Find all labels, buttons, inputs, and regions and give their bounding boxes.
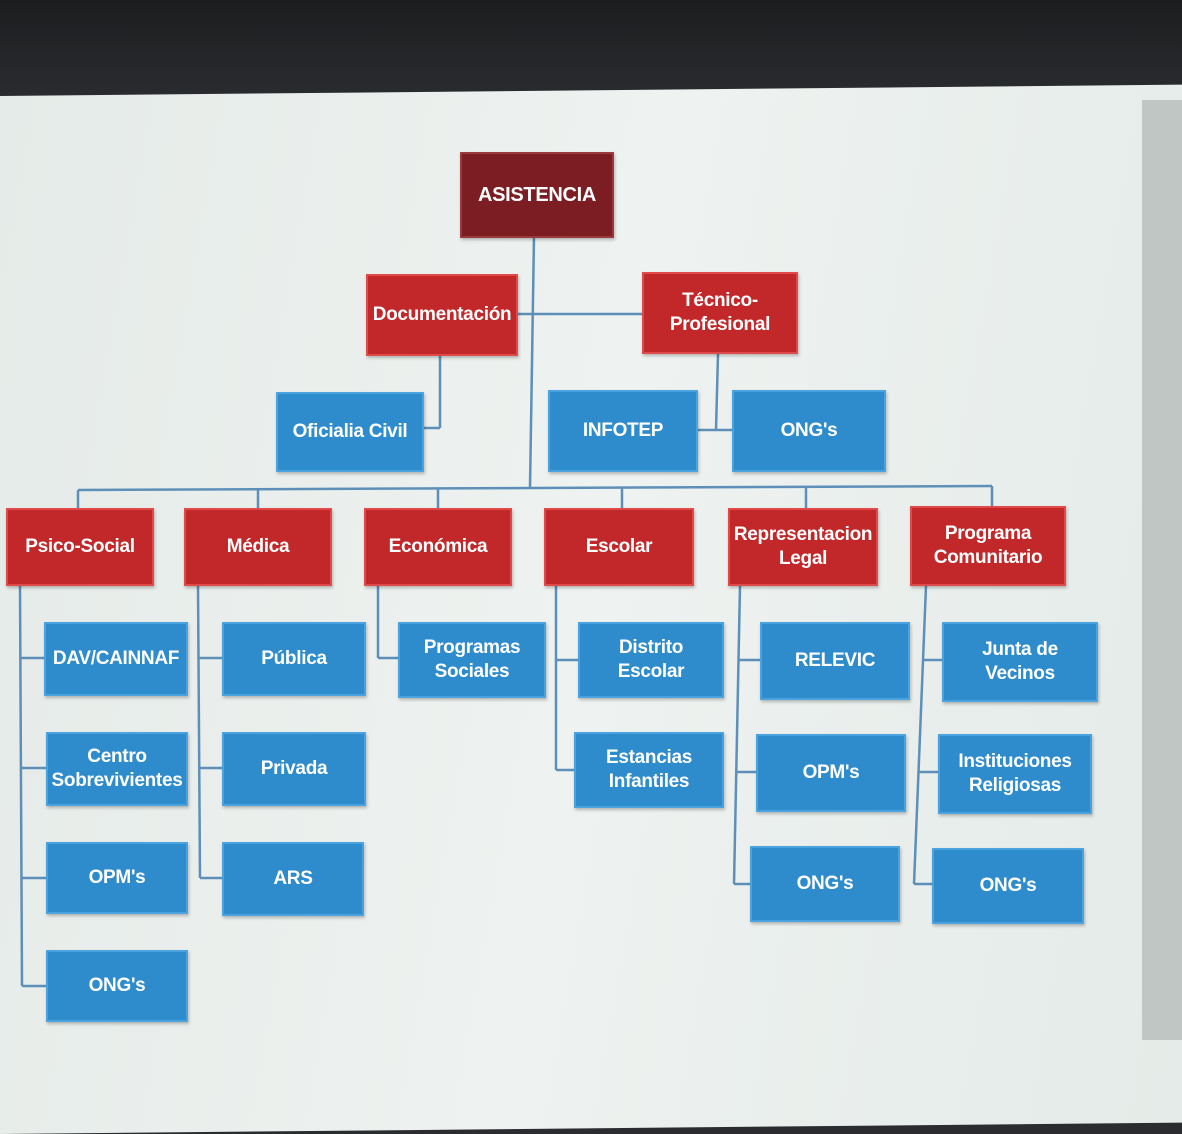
- category-programa-comunitario: Programa Comunitario: [910, 506, 1066, 586]
- slide-edge-strip: [1142, 100, 1182, 1040]
- item-ongs-legal: ONG's: [750, 846, 900, 922]
- item-ongs-comunitario: ONG's: [932, 848, 1084, 924]
- node-label: ONG's: [780, 420, 838, 442]
- node-label: Oficialia Civil: [292, 421, 408, 443]
- connector: [196, 585, 202, 879]
- category-economica: Económica: [364, 508, 512, 586]
- connector: [912, 585, 928, 885]
- node-documentacion: Documentación: [366, 274, 518, 356]
- category-label: Escolar: [585, 536, 653, 558]
- item-label: ONG's: [979, 875, 1037, 897]
- root-node-asistencia: ASISTENCIA: [460, 152, 614, 238]
- item-label: Centro Sobrevivientes: [51, 746, 183, 791]
- item-publica: Pública: [222, 622, 366, 696]
- item-label: Junta de Vecinos: [982, 639, 1058, 684]
- item-label: ARS: [273, 868, 313, 890]
- connector: [528, 235, 536, 489]
- category-representacion-legal: Representacion Legal: [728, 508, 878, 586]
- node-label: Documentación: [372, 304, 512, 326]
- item-label: Programas Sociales: [423, 637, 521, 682]
- connector: [77, 484, 993, 492]
- item-label: Instituciones Religiosas: [958, 751, 1072, 796]
- category-medica: Médica: [184, 508, 332, 586]
- item-programas-sociales: Programas Sociales: [398, 622, 546, 698]
- item-instituciones-religiosas: Instituciones Religiosas: [938, 734, 1092, 814]
- item-estancias-infantiles: Estancias Infantiles: [574, 732, 724, 808]
- item-label: Privada: [260, 758, 328, 780]
- item-label: OPM's: [88, 867, 146, 889]
- category-label: Psico-Social: [25, 536, 135, 558]
- category-label: Representacion Legal: [733, 524, 873, 569]
- item-dav-cainnaf: DAV/CAINNAF: [44, 622, 188, 696]
- item-label: Estancias Infantiles: [605, 747, 693, 792]
- item-junta-de-vecinos: Junta de Vecinos: [942, 622, 1098, 702]
- node-ongs-tecnico: ONG's: [732, 390, 886, 472]
- item-ongs-psico: ONG's: [46, 950, 188, 1022]
- connector: [18, 585, 24, 987]
- category-label: Programa Comunitario: [933, 523, 1043, 568]
- node-oficialia-civil: Oficialia Civil: [276, 392, 424, 472]
- connector: [732, 585, 742, 885]
- item-centro-sobrevivientes: Centro Sobrevivientes: [46, 732, 188, 806]
- node-label: Técnico- Profesional: [669, 290, 771, 335]
- category-escolar: Escolar: [544, 508, 694, 586]
- item-opms-legal: OPM's: [756, 734, 906, 812]
- node-label: INFOTEP: [582, 420, 664, 442]
- item-label: Pública: [261, 648, 327, 670]
- item-relevic: RELEVIC: [760, 622, 910, 700]
- node-infotep: INFOTEP: [548, 390, 698, 472]
- node-tecnico-profesional: Técnico- Profesional: [642, 272, 798, 354]
- item-label: DAV/CAINNAF: [52, 648, 180, 670]
- item-label: RELEVIC: [794, 650, 876, 672]
- item-label: OPM's: [802, 762, 860, 784]
- item-distrito-escolar: Distrito Escolar: [578, 622, 724, 698]
- connector: [714, 353, 720, 431]
- item-opms-psico: OPM's: [46, 842, 188, 914]
- item-label: Distrito Escolar: [617, 637, 685, 682]
- item-label: ONG's: [796, 873, 854, 895]
- category-psico-social: Psico-Social: [6, 508, 154, 586]
- category-label: Económica: [388, 536, 488, 558]
- item-ars: ARS: [222, 842, 364, 916]
- item-privada: Privada: [222, 732, 366, 806]
- root-label: ASISTENCIA: [477, 183, 597, 206]
- item-label: ONG's: [88, 975, 146, 997]
- category-label: Médica: [226, 536, 290, 558]
